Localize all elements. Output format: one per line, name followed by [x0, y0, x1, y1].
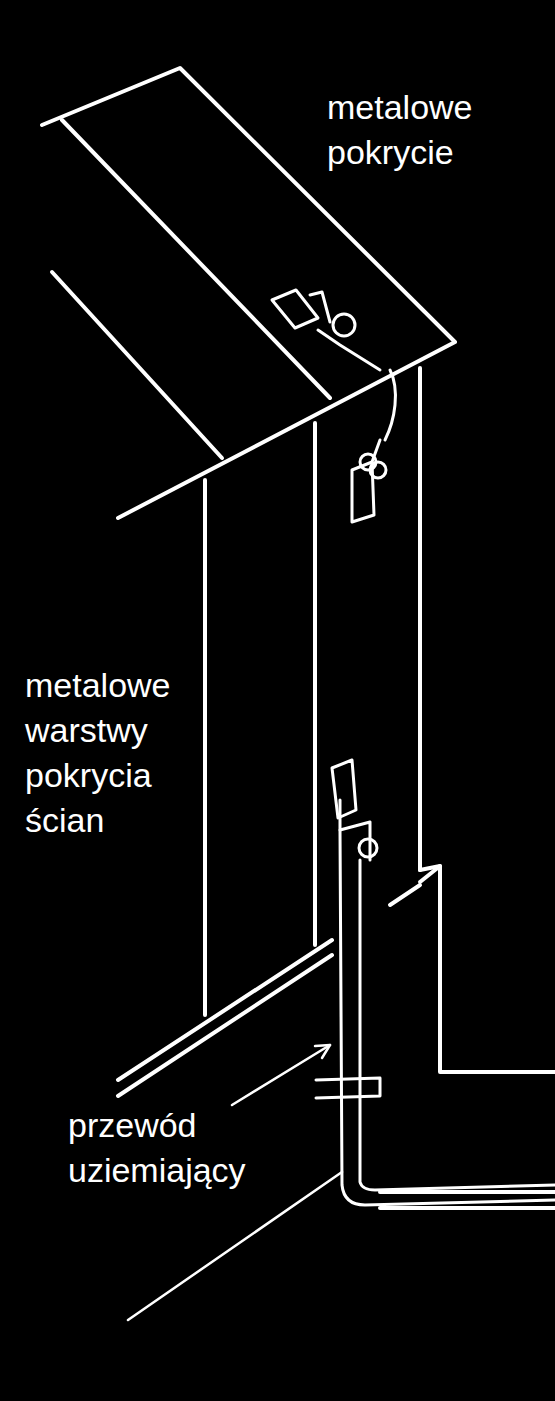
wall-cladding [118, 368, 555, 1208]
grounding-conductor [316, 760, 555, 1205]
part-label: metalowe pokrycie [327, 85, 527, 175]
part-label: metalowe warstwy pokrycia ścian [25, 663, 205, 843]
wall-clamp [352, 440, 386, 522]
part-label: przewód uziemiający [68, 1103, 288, 1193]
roof-clamp [272, 290, 395, 440]
